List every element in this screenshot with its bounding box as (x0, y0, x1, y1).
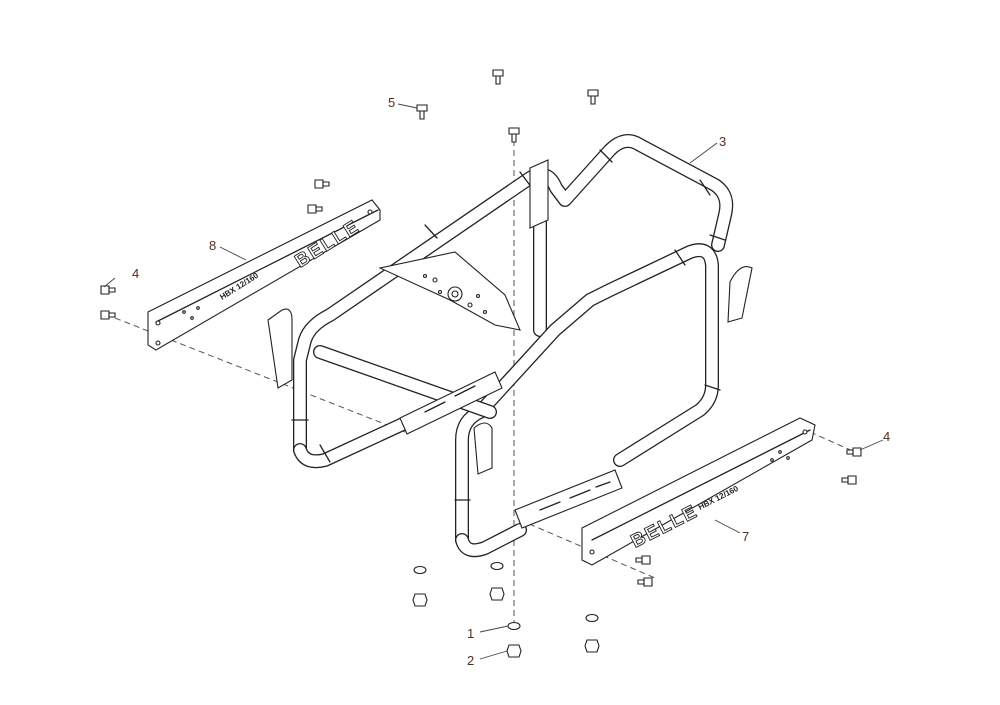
washer-icon (507, 621, 521, 631)
bolt-icon (314, 179, 330, 189)
bolt-icon (841, 475, 857, 485)
callout-8: 8 (209, 238, 216, 253)
bolt-icon (492, 69, 504, 85)
nut-icon (489, 587, 505, 601)
bolt-icon (846, 447, 862, 457)
bolt-icon (508, 127, 520, 143)
washers-and-nuts (412, 561, 600, 658)
callout-5: 5 (388, 95, 395, 110)
bolt-icon (637, 577, 653, 587)
bolt-icon (635, 555, 651, 565)
callout-4-right: 4 (883, 429, 890, 444)
right-rail: BELLE HBX 12/160 (581, 417, 816, 566)
bolt-icon (587, 89, 599, 105)
callouts: 1 2 3 4 4 5 7 8 (132, 95, 890, 668)
nut-icon (506, 644, 522, 658)
bolt-icon (100, 310, 116, 320)
nut-icon (584, 639, 600, 653)
bolts (100, 69, 862, 587)
callout-2: 2 (467, 653, 474, 668)
engine-plate-holes (422, 273, 488, 315)
bolt-icon (100, 285, 116, 295)
callout-7: 7 (742, 529, 749, 544)
leader-lines (103, 103, 884, 660)
callout-4-left: 4 (132, 266, 139, 281)
washer-icon (585, 613, 599, 623)
callout-3: 3 (719, 134, 726, 149)
bolt-icon (307, 204, 323, 214)
washer-icon (490, 561, 504, 571)
callout-1: 1 (467, 626, 474, 641)
bolt-icon (416, 104, 428, 120)
right-rail-holes (589, 429, 808, 555)
nut-icon (412, 593, 428, 607)
frame-assembly (267, 134, 753, 558)
left-rail: BELLE HBX 12/160 (147, 199, 381, 351)
left-rail-holes (155, 209, 373, 346)
washer-icon (413, 565, 427, 575)
